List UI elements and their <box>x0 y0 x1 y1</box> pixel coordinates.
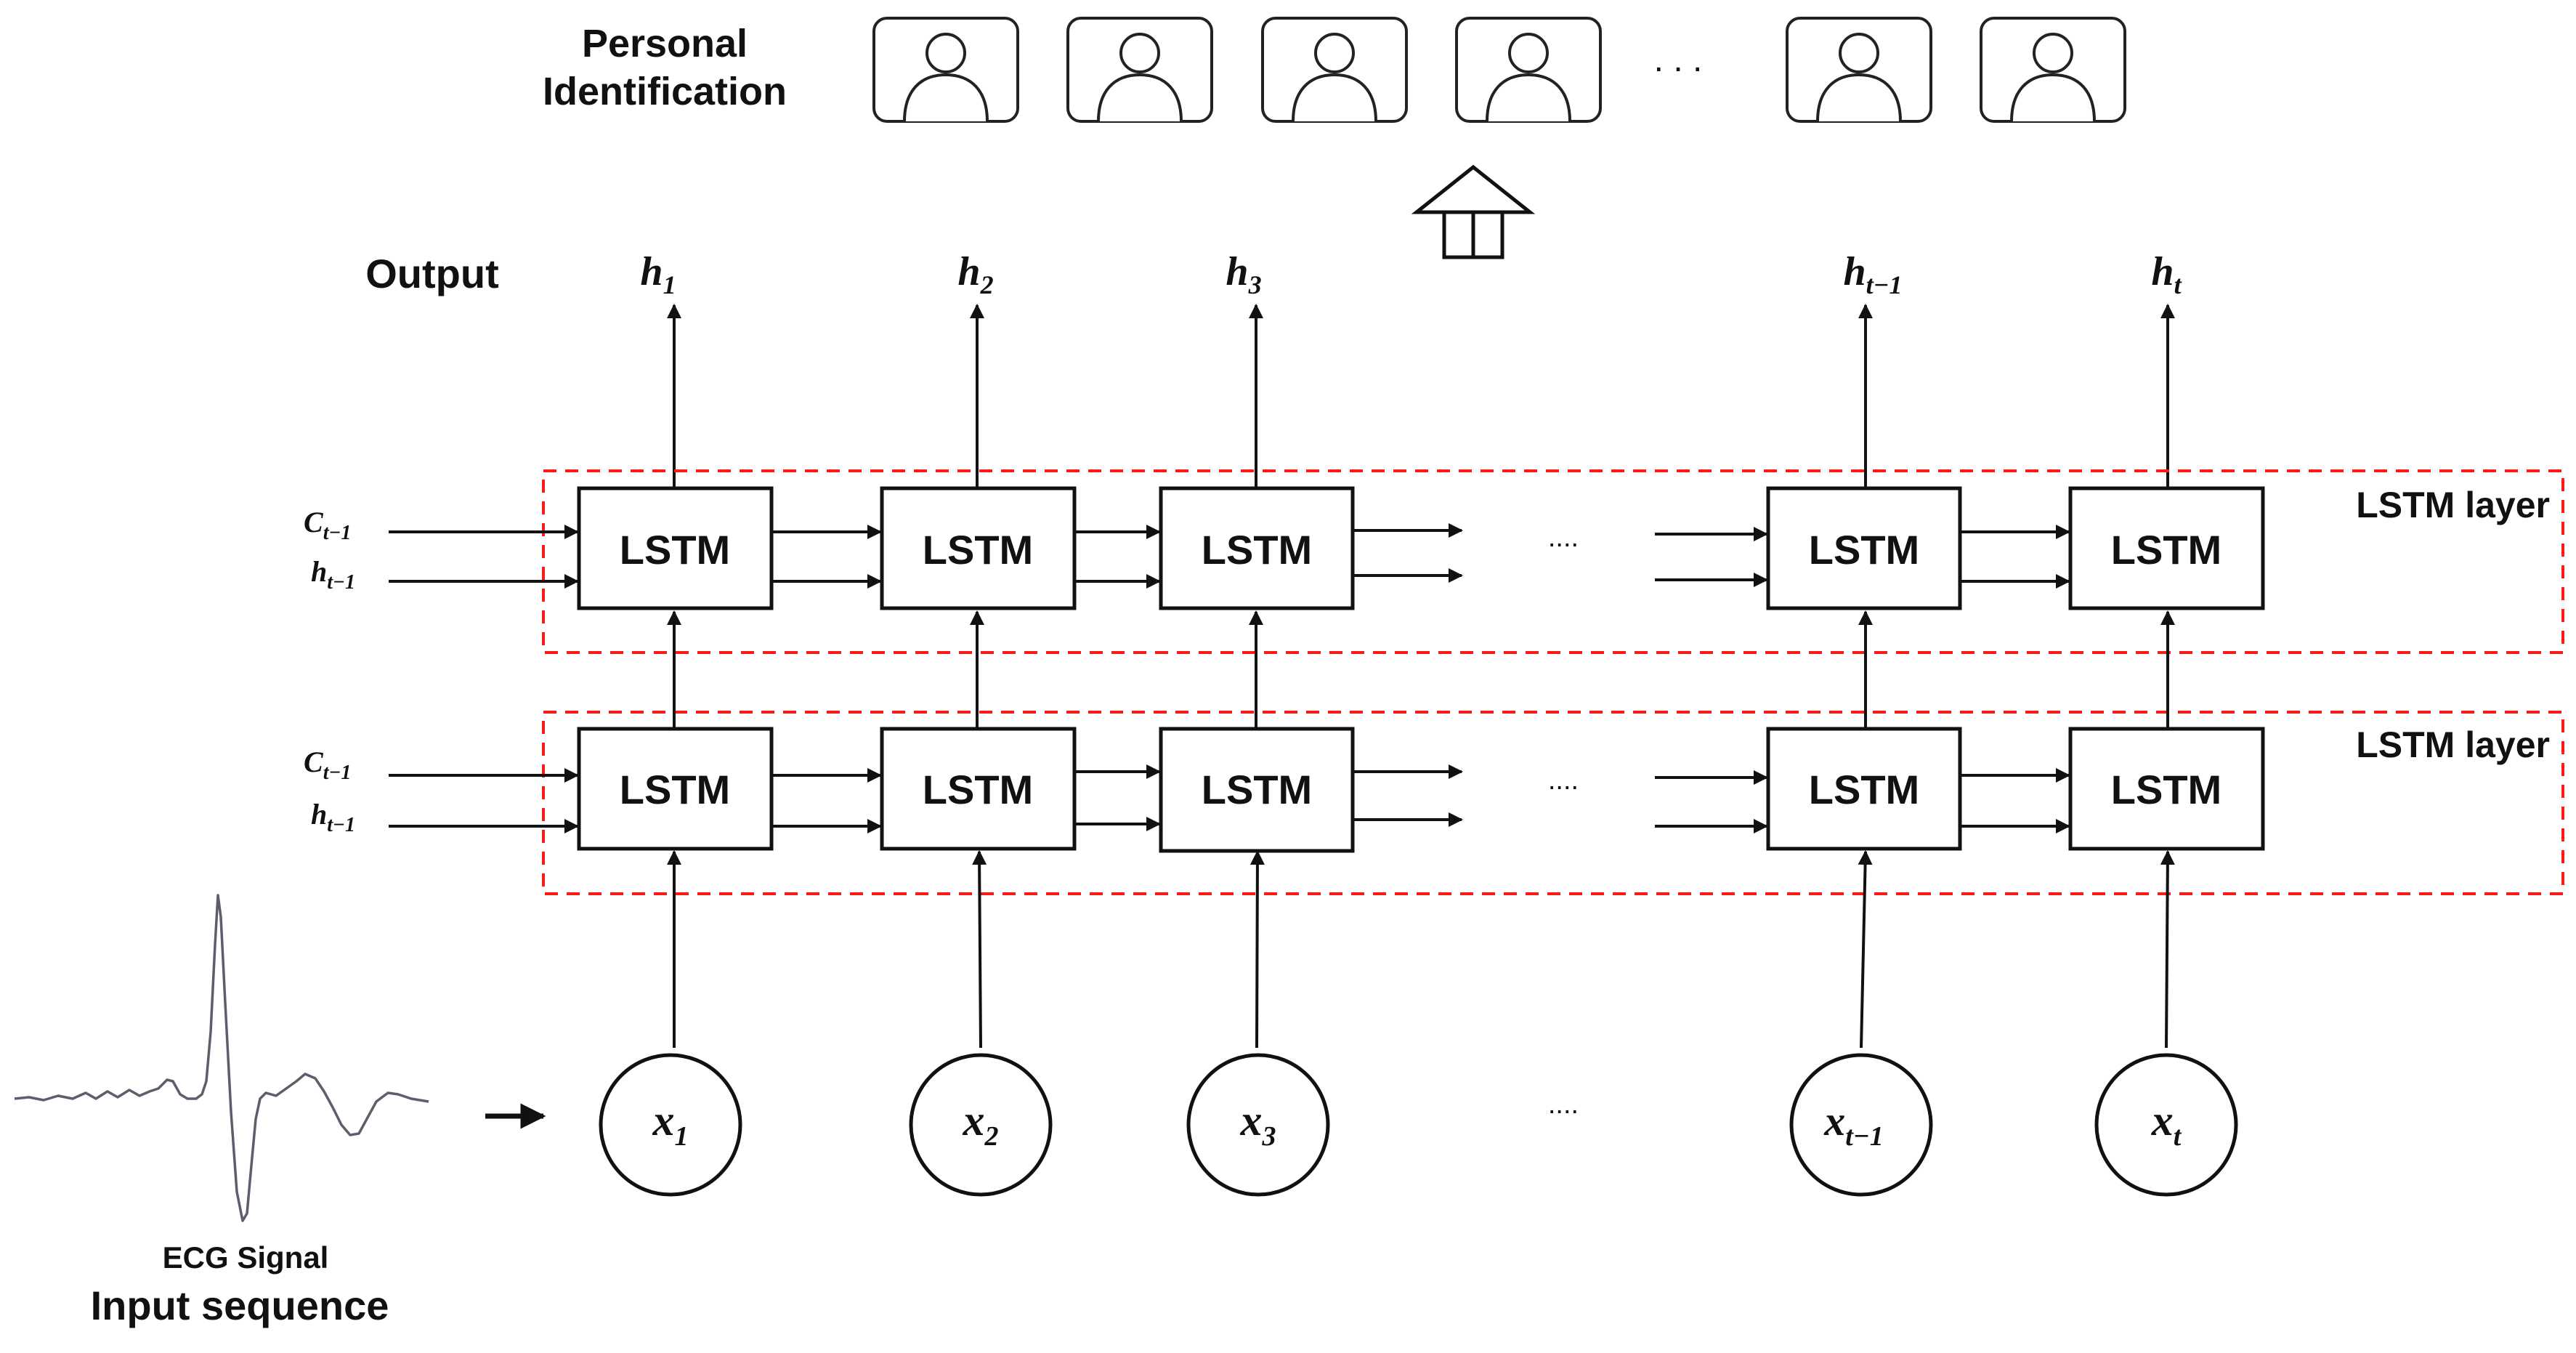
output-arrows <box>667 304 2175 488</box>
svg-text:Ct−1: Ct−1 <box>304 746 351 784</box>
person-icon-1 <box>872 17 1019 123</box>
person-icon-2 <box>1066 17 1213 123</box>
init-state-h-top: ht−1 <box>311 555 355 594</box>
lstm-cell-bottom-2: LSTM <box>880 727 1077 851</box>
recurrent-arrows-top <box>389 523 2070 589</box>
output-h-3: h3 <box>1226 249 1261 299</box>
svg-text:LSTM: LSTM <box>1202 527 1312 573</box>
svg-text:LSTM: LSTM <box>923 527 1033 573</box>
lstm-cell-bottom-3: LSTM <box>1159 727 1355 853</box>
input-arrows <box>667 850 2175 1049</box>
layer-label-bottom: LSTM layer <box>2356 724 2550 765</box>
identification-title-line2: Identification <box>543 70 787 113</box>
person-icon-6 <box>1980 17 2126 123</box>
output-h-t: ht <box>2151 249 2182 299</box>
person-icon-3 <box>1261 17 1408 123</box>
init-state-c-bottom: Ct−1 <box>304 746 351 784</box>
svg-text:LSTM: LSTM <box>620 767 730 812</box>
svg-text:xt−1: xt−1 <box>1823 1097 1884 1152</box>
svg-text:h2: h2 <box>957 249 993 299</box>
lstm-cell-top-1: LSTM <box>577 486 774 610</box>
svg-text:LSTM: LSTM <box>923 767 1033 812</box>
input-node-3: x3 <box>1186 1053 1330 1197</box>
lstm-cell-bottom-t-minus-1: LSTM <box>1766 727 1962 851</box>
svg-text:x3: x3 <box>1240 1096 1276 1152</box>
svg-text:xt: xt <box>2151 1096 2182 1152</box>
identification-title-line1: Personal <box>582 22 748 65</box>
output-h-t-minus-1: ht−1 <box>1844 249 1903 299</box>
lstm-cell-top-t-minus-1: LSTM <box>1766 486 1962 610</box>
layer-box-top <box>542 469 2564 654</box>
svg-text:h1: h1 <box>640 249 676 299</box>
init-state-c-top: Ct−1 <box>304 506 351 544</box>
input-node-1: x1 <box>599 1053 742 1197</box>
svg-text:LSTM: LSTM <box>1809 767 1919 812</box>
output-label: Output <box>365 251 498 296</box>
lstm-cell-top-2: LSTM <box>880 486 1077 610</box>
svg-text:h3: h3 <box>1226 249 1261 299</box>
svg-text:LSTM: LSTM <box>620 527 730 573</box>
lstm-cell-top-3: LSTM <box>1159 486 1355 610</box>
output-h-1: h1 <box>640 249 676 299</box>
input-node-2: x2 <box>909 1053 1053 1197</box>
svg-text:ht: ht <box>2151 249 2182 299</box>
layer-label-top: LSTM layer <box>2356 485 2550 525</box>
person-icon-5 <box>1786 17 1932 123</box>
lstm-cell-bottom-1: LSTM <box>577 727 774 851</box>
ecg-signal-waveform <box>14 894 429 1222</box>
svg-text:LSTM: LSTM <box>1202 767 1312 812</box>
svg-text:ht−1: ht−1 <box>311 798 355 836</box>
init-state-h-bottom: ht−1 <box>311 798 355 836</box>
svg-text:Ct−1: Ct−1 <box>304 506 351 544</box>
lstm-cell-bottom-t: LSTM <box>2068 727 2265 851</box>
ecg-signal-label: ECG Signal <box>163 1240 329 1275</box>
svg-text:LSTM: LSTM <box>2111 527 2221 573</box>
ellipsis-top-layer: .... <box>1548 522 1579 553</box>
svg-text:LSTM: LSTM <box>1809 527 1919 573</box>
recurrent-arrows-bottom <box>389 764 2070 833</box>
svg-text:ht−1: ht−1 <box>311 555 355 594</box>
output-h-2: h2 <box>957 249 993 299</box>
lstm-cell-top-t: LSTM <box>2068 486 2265 610</box>
input-ellipsis: .... <box>1548 1089 1579 1120</box>
svg-text:ht−1: ht−1 <box>1844 249 1903 299</box>
input-node-t: xt <box>2094 1053 2238 1197</box>
svg-text:x1: x1 <box>652 1096 689 1152</box>
identification-ellipsis: . . . <box>1654 41 1703 79</box>
svg-text:LSTM: LSTM <box>2111 767 2221 812</box>
person-icon-4 <box>1455 17 1602 123</box>
inter-layer-arrows <box>667 610 2175 729</box>
up-arrow-icon <box>1411 164 1536 259</box>
input-node-t-minus-1: xt−1 <box>1789 1053 1933 1197</box>
ellipsis-bottom-layer: .... <box>1548 765 1579 796</box>
input-sequence-label: Input sequence <box>91 1283 389 1328</box>
svg-text:x2: x2 <box>963 1096 999 1152</box>
layer-box-bottom <box>542 711 2564 895</box>
